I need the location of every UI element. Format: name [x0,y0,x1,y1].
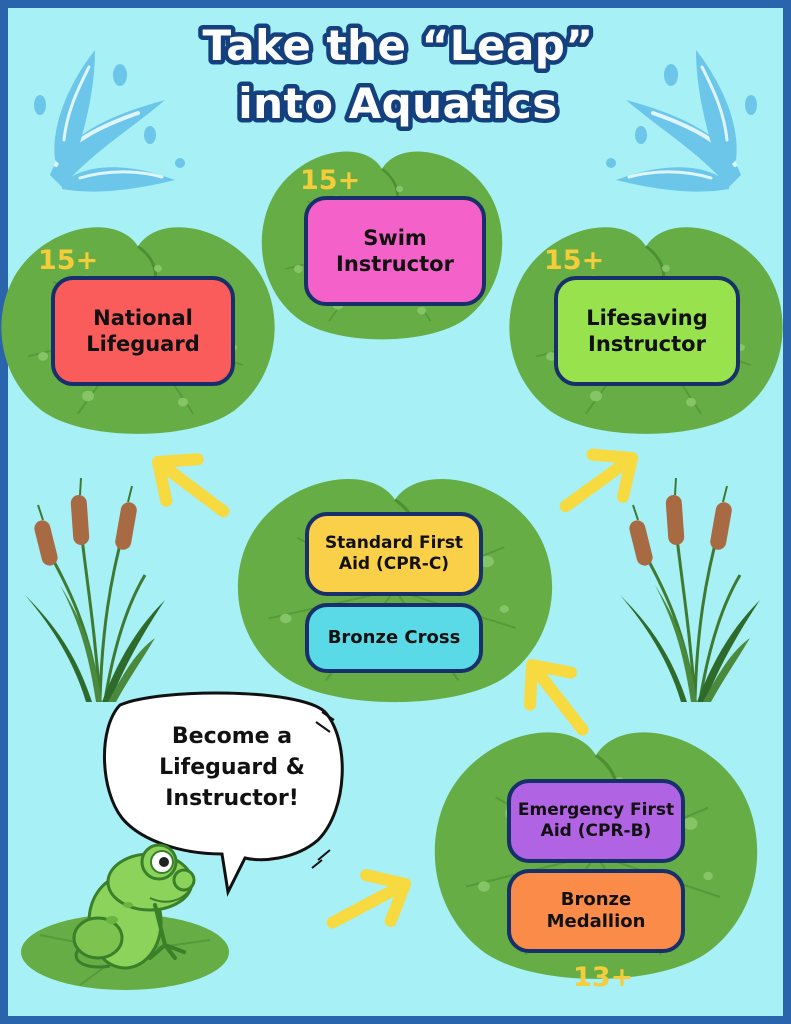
title-line-1: Take the “Leap” [203,21,594,70]
frog-icon [72,843,196,970]
bronze-cross-badge: Bronze Cross [305,603,483,673]
age-bronze-medallion: 13+ [573,962,634,993]
speech-bubble [103,691,344,897]
title-line-2: into Aquatics [238,79,558,128]
swim-instructor-badge: Swim Instructor [304,196,486,306]
lifesaving-instructor-badge: Lifesaving Instructor [554,276,740,386]
standard-first-aid-badge: Standard First Aid (CPR-C) [305,512,483,596]
age-swim-instructor: 15+ [300,165,361,196]
national-lifeguard-badge: National Lifeguard [51,276,235,386]
age-national-lifeguard: 15+ [38,245,99,276]
bronze-medallion-badge: Bronze Medallion [507,869,685,953]
emergency-first-aid-badge: Emergency First Aid (CPR-B) [507,779,685,863]
speech-bubble-text: Become a Lifeguard & Instructor! [159,724,305,811]
age-lifesaving-instructor: 15+ [544,245,605,276]
